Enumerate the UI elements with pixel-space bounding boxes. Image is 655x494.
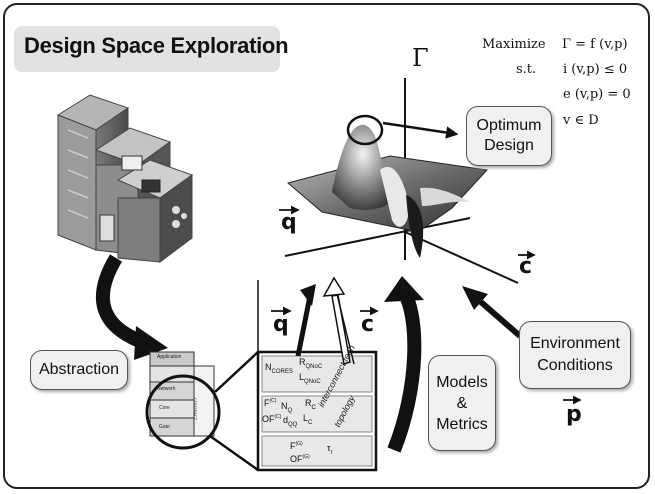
of-gate-cell: OF(G) [290, 454, 310, 464]
of-core-cell: OF(C) [262, 414, 282, 424]
q-axis-label: q [281, 210, 297, 235]
surface-fold [420, 187, 470, 206]
r-qnoc-cell: RQNoC [299, 357, 323, 370]
maximize-label: Maximize [482, 37, 546, 52]
diagram-title: Design Space Exploration [24, 33, 289, 58]
surface-ridge [380, 166, 409, 227]
abstraction-label: Abstraction [38, 361, 120, 378]
optimum-line-1: Optimum [476, 117, 542, 134]
models-arrowhead [384, 276, 424, 302]
q-arrow-label: q [273, 312, 289, 337]
zoom-line-bottom [209, 434, 259, 472]
environment-arrow [472, 293, 522, 339]
metrics-line: Metrics [436, 415, 488, 433]
f-gate-cell: F(G) [290, 441, 303, 451]
q-up-arrowhead [300, 284, 316, 306]
abstraction-curve-arrow [95, 254, 151, 351]
objective-function: Γ = f (v,p) [562, 37, 628, 52]
c-axis [404, 231, 519, 284]
q-axis [284, 217, 471, 257]
environment-arrowhead [462, 286, 488, 310]
n-q-cell: NQ [281, 401, 293, 414]
r-c-cell: RC [305, 398, 316, 411]
layer-gate: Gate [159, 424, 170, 430]
abstraction-arrowhead [134, 326, 168, 360]
surface-valley [406, 195, 424, 258]
l-c-cell: LC [303, 413, 313, 426]
environment-box: Environment Conditions [519, 321, 631, 389]
equality-constraint: e (v,p) = 0 [563, 87, 631, 102]
inequality-constraint: i (v,p) ≤ 0 [563, 62, 628, 77]
st-label: s.t. [516, 62, 537, 77]
title-box [14, 26, 280, 72]
abstraction-box: Abstraction [30, 350, 128, 390]
tau-cell: τr [327, 443, 333, 456]
environment-line-1: Environment [530, 335, 620, 352]
environment-line-2: Conditions [537, 357, 613, 374]
layer-blocks-illustration [56, 94, 194, 263]
models-curve-arrow [387, 288, 422, 453]
layer-stack [149, 351, 215, 437]
outer-frame [3, 3, 650, 489]
f-core-cell: F(C) [264, 398, 277, 408]
magnifier-circle [145, 374, 221, 450]
layer-network: Network [157, 386, 176, 392]
models-line: Models [436, 373, 488, 391]
ampersand-line: & [456, 394, 468, 412]
zoom-line-top [214, 351, 259, 393]
q-up-arrow [295, 295, 313, 357]
d-qq-cell: dQQ [283, 415, 298, 428]
n-cores-cell: NCORES [265, 362, 293, 375]
layer-application: Application [157, 354, 182, 360]
optimum-marker [346, 114, 384, 146]
c-up-arrow-outline-2 [335, 289, 355, 365]
models-metrics-box: Models & Metrics [428, 355, 496, 451]
l-qnoc-cell: LQNoC [299, 372, 321, 385]
gamma-axis-label: Γ [412, 44, 429, 72]
metrics-table [256, 350, 378, 472]
optimum-line-2: Design [484, 137, 534, 154]
c-up-arrowhead [322, 276, 346, 297]
optimum-arrow [382, 121, 459, 139]
surface-peak [332, 124, 394, 210]
c-axis-label: c [519, 254, 533, 279]
optimum-design-box: Optimum Design [466, 106, 552, 166]
domain-constraint: v ∈ D [563, 113, 599, 128]
c-arrow-label: c [361, 312, 375, 337]
layer-core: Core [159, 405, 170, 411]
p-symbol: p [566, 402, 582, 427]
layer-side-label: CONTRACT [193, 398, 198, 421]
